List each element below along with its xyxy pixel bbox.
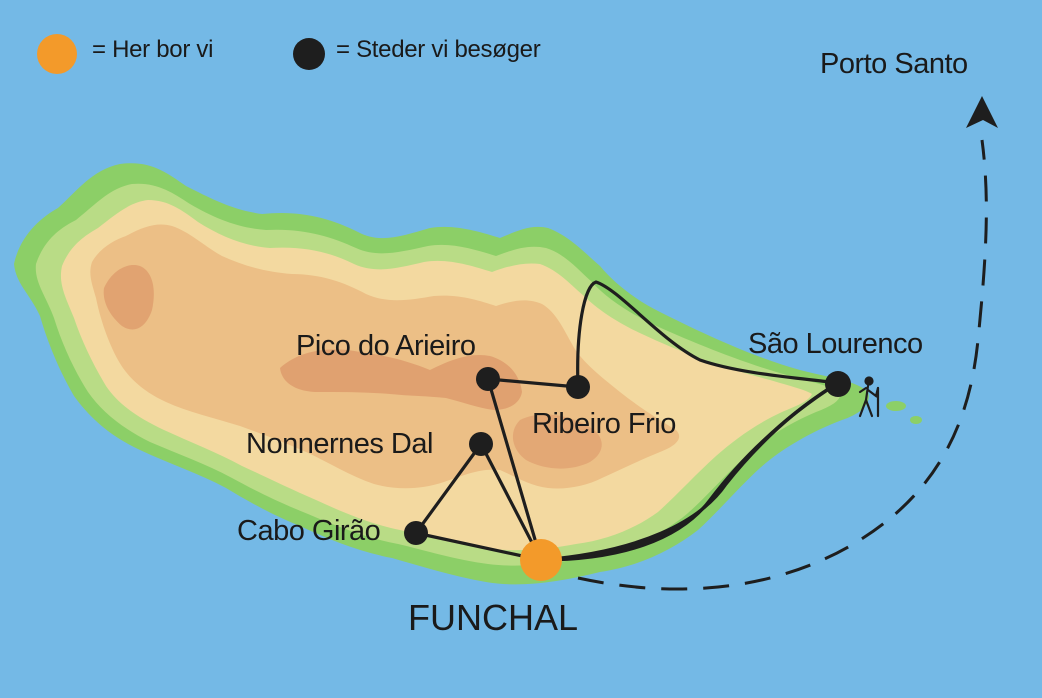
label-ribeiro-frio: Ribeiro Frio [532, 408, 676, 440]
label-porto-santo: Porto Santo [820, 48, 968, 80]
island-peaks [280, 349, 522, 410]
islet [886, 401, 906, 411]
label-funchal: FUNCHAL [408, 597, 579, 638]
marker-cabo-girao [404, 521, 428, 545]
hiker-icon [858, 376, 880, 418]
island-peaks-west [103, 264, 154, 330]
legend-home-dot [37, 34, 77, 74]
marker-funchal [520, 539, 562, 581]
route-funchal-pico [486, 377, 543, 562]
islet [910, 416, 922, 424]
marker-sao-lourenco [825, 371, 851, 397]
route-funchal-sao-3 [539, 381, 840, 562]
arrow-up-icon [966, 96, 998, 128]
ferry-route [577, 139, 988, 591]
label-pico-do-arieiro: Pico do Arieiro [296, 330, 476, 362]
marker-nonnernes-dal [469, 432, 493, 456]
label-cabo-girao: Cabo Girão [237, 515, 381, 547]
legend-visit-label: = Steder vi besøger [336, 36, 541, 63]
label-sao-lourenco: São Lourenco [748, 328, 923, 360]
marker-ribeiro-frio [566, 375, 590, 399]
island-peaks-east [512, 414, 602, 469]
route-cabo-nonnernes [414, 442, 483, 535]
route-ribeiro-loop [576, 280, 840, 389]
label-nonnernes-dal: Nonnernes Dal [246, 428, 433, 460]
marker-pico-do-arieiro [476, 367, 500, 391]
legend-home-label: = Her bor vi [92, 36, 214, 63]
legend-visit-dot [293, 38, 325, 70]
route-pico-ribeiro [486, 377, 580, 389]
